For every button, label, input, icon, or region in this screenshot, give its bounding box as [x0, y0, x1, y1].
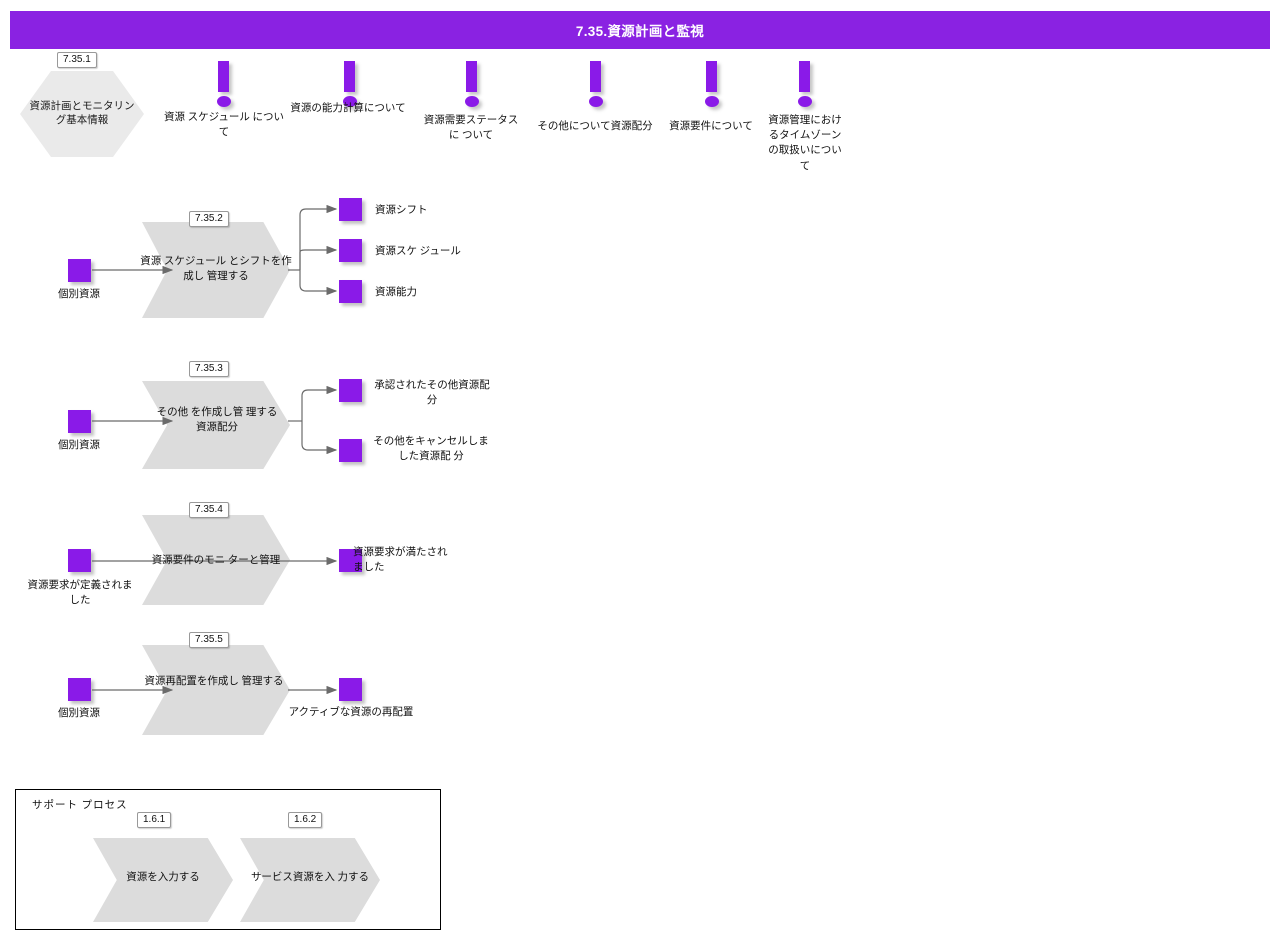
data-object-label-7355-in-0: 個別資源	[58, 708, 100, 719]
support-process-node-161[interactable]: 資源を入力する	[93, 838, 237, 927]
id-badge-7355: 7.35.5	[189, 632, 229, 648]
exclamation-dot-icon	[343, 96, 357, 107]
process-node-7354[interactable]: 資源要件のモニ ターと管理	[142, 515, 294, 610]
exclamation-bar-icon	[706, 61, 717, 92]
exclamation-bar-icon	[590, 61, 601, 92]
basic-info-label: 資源計画とモニタリング基本情報	[29, 100, 135, 126]
exclamation-dot-icon	[798, 96, 812, 107]
id-badge-7354: 7.35.4	[189, 502, 229, 518]
support-process-title: サポート プロセス	[32, 800, 128, 811]
data-object-label-7353-out-0: 承認されたその他資源配分	[374, 380, 490, 407]
event-label-1: 資源の能力計算について	[290, 103, 406, 114]
connector-out-7352-a	[299, 204, 338, 270]
data-object-label-7354-out-0: 資源要求が満たされました	[353, 547, 448, 574]
exclamation-bar-icon	[344, 61, 355, 92]
chevron-shape-7352[interactable]	[142, 222, 290, 318]
process-node-7353[interactable]: その他 を作成し管 理する資源配分	[142, 381, 294, 474]
event-label-2: 資源需要ステータスに ついて	[423, 115, 519, 142]
connector-out-7353-b	[301, 421, 338, 455]
chevron-shape-161[interactable]	[93, 838, 233, 922]
event-label-3: その他について資源配分	[537, 121, 653, 132]
process-node-7355[interactable]: 資源再配置を作成し 管理する	[142, 645, 294, 740]
page-header-bar: 7.35.資源計画と監視	[10, 11, 1270, 49]
exclamation-bar-icon	[466, 61, 477, 92]
data-object-7353-out-0[interactable]	[339, 379, 362, 402]
exclamation-bar-icon	[218, 61, 229, 92]
exclamation-bar-icon	[799, 61, 810, 92]
data-object-7353-out-1[interactable]	[339, 439, 362, 462]
data-object-label-7352-out-0: 資源シフト	[375, 205, 428, 216]
id-badge-7351: 7.35.1	[57, 52, 97, 68]
data-object-7355-out-0[interactable]	[339, 678, 362, 701]
event-label-5: 資源管理におけるタイムゾーンの取扱いについて	[768, 115, 842, 172]
exclamation-dot-icon	[217, 96, 231, 107]
data-object-label-7355-out-0: アクティブな資源の再配置	[288, 707, 414, 718]
data-object-7354-in-0[interactable]	[68, 549, 91, 572]
data-object-label-7352-in-0: 個別資源	[58, 289, 100, 300]
data-object-label-7352-out-1: 資源スケ ジュール	[375, 246, 461, 257]
event-label-0: 資源 スケジュール について	[163, 112, 284, 139]
data-object-label-7353-in-0: 個別資源	[58, 440, 100, 451]
data-object-label-7353-out-1: その他をキャンセルしました資源配 分	[373, 436, 489, 463]
chevron-shape-7355[interactable]	[142, 645, 290, 735]
data-object-individual-resource-7355[interactable]	[68, 678, 91, 701]
exclamation-dot-icon	[465, 96, 479, 107]
data-object-label-7352-out-2: 資源能力	[375, 287, 417, 298]
basic-info-node[interactable]: 資源計画とモニタリング基本情報	[20, 71, 147, 161]
event-label-4: 資源要件について	[669, 121, 753, 132]
exclamation-dot-icon	[589, 96, 603, 107]
connector-out-7352-b	[299, 245, 338, 270]
process-node-7352[interactable]: 資源 スケジュール とシフトを作成し 管理する	[140, 222, 294, 323]
id-badge-7353: 7.35.3	[189, 361, 229, 377]
connector-out-7352-c	[299, 270, 338, 296]
data-object-7352-out-2[interactable]	[339, 280, 362, 303]
chevron-shape-162[interactable]	[240, 838, 380, 922]
basic-info-hexagon[interactable]: 資源計画とモニタリング基本情報	[20, 71, 144, 157]
chevron-shape-7353[interactable]	[142, 381, 290, 469]
chevron-shape-7354[interactable]	[142, 515, 290, 605]
data-object-7354-out-0[interactable]	[339, 549, 362, 572]
data-object-7352-out-1[interactable]	[339, 239, 362, 262]
id-badge-7352: 7.35.2	[189, 211, 229, 227]
support-process-container: サポート プロセス 資源を入力する 1.6.1 サービス資源を入 力する 1.6…	[15, 789, 441, 930]
data-object-individual-resource-7352[interactable]	[68, 259, 91, 282]
exclamation-dot-icon	[705, 96, 719, 107]
id-badge-161: 1.6.1	[137, 812, 172, 828]
id-badge-162: 1.6.2	[288, 812, 323, 828]
data-object-individual-resource-7353[interactable]	[68, 410, 91, 433]
connector-out-7353-a	[301, 385, 338, 421]
support-process-node-162[interactable]: サービス資源を入 力する	[240, 838, 384, 927]
data-object-label-7354-in-0: 資源要求が定義されました	[27, 580, 133, 607]
data-object-7352-out-0[interactable]	[339, 198, 362, 221]
page-title: 7.35.資源計画と監視	[575, 24, 705, 39]
